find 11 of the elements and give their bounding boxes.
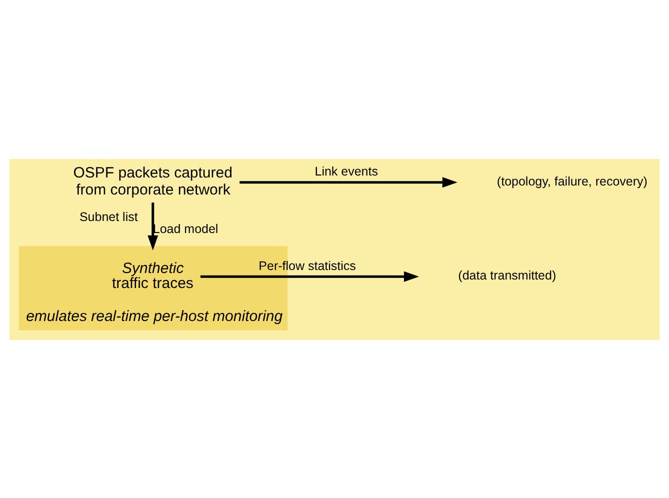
node-text: OSPF packets captured from corporate network [73,164,232,198]
node-text: Synthetic traffic traces [112,259,194,292]
arrow [148,202,158,250]
edge-label: Per-flow statistics [258,258,356,272]
label: (data transmitted) [458,268,556,282]
edge-label: Load model [152,222,218,236]
arrow [200,270,419,282]
arrow [240,176,458,188]
label: Subnet list [79,210,138,224]
edge-label: Link events [314,164,378,178]
label: (topology, failure, recovery) [496,174,648,188]
